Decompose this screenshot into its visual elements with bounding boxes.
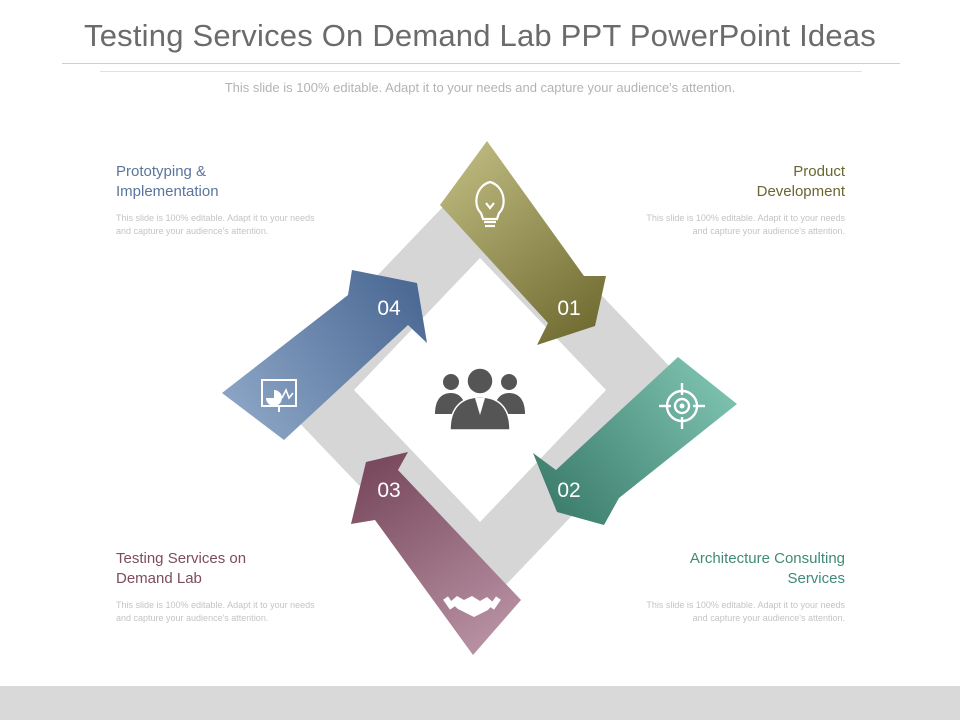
step-01-text: Product Development This slide is 100% e… (645, 162, 845, 238)
step-02-description: This slide is 100% editable. Adapt it to… (646, 600, 845, 623)
step-03-heading: Testing Services on Demand Lab (116, 550, 247, 587)
arrow-01 (440, 141, 606, 345)
step-04-description: This slide is 100% editable. Adapt it to… (116, 213, 315, 236)
step-04-text: Prototyping & Implementation This slide … (116, 162, 316, 238)
step-number-03: 03 (377, 479, 400, 502)
lightbulb-icon (475, 180, 505, 228)
slide-title: Testing Services On Demand Lab PPT Power… (84, 18, 876, 53)
target-icon (659, 383, 705, 429)
step-02-text: Architecture Consulting Services This sl… (645, 549, 845, 625)
step-01-description: This slide is 100% editable. Adapt it to… (646, 213, 845, 236)
step-03-text: Testing Services on Demand Lab This slid… (116, 549, 316, 625)
arrow-04 (222, 270, 427, 440)
step-number-04: 04 (377, 297, 401, 320)
step-number-02: 02 (557, 479, 580, 502)
step-01-heading: Product Development (756, 163, 845, 200)
subtitle-divider (100, 71, 862, 72)
slide-subtitle: This slide is 100% editable. Adapt it to… (224, 80, 736, 95)
step-number-01: 01 (557, 297, 580, 320)
presentation-chart-icon (261, 379, 297, 412)
footer-band (0, 686, 960, 720)
step-03-description: This slide is 100% editable. Adapt it to… (116, 600, 315, 623)
team-icon (435, 367, 525, 431)
handshake-icon (443, 596, 501, 617)
step-02-heading: Architecture Consulting Services (689, 550, 845, 587)
step-04-heading: Prototyping & Implementation (116, 163, 219, 200)
title-divider (62, 63, 900, 64)
